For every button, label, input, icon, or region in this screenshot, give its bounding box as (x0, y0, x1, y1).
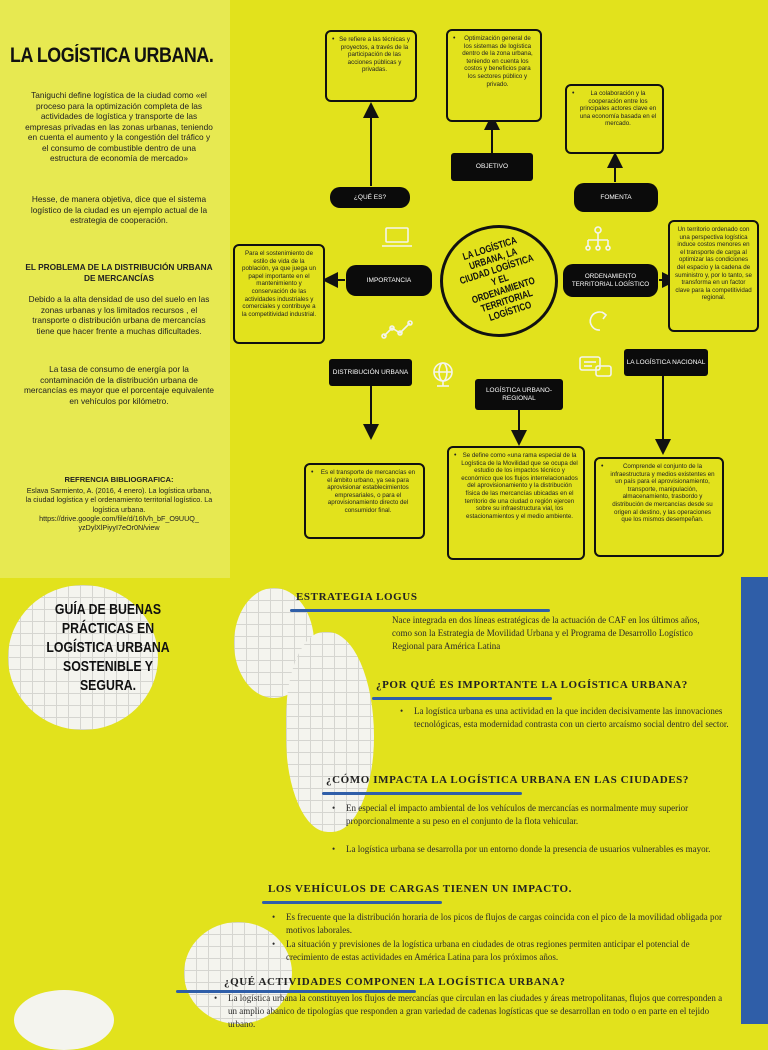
chat-icon (579, 356, 601, 371)
heading-underline (322, 792, 522, 795)
fomenta-node[interactable]: FOMENTA (574, 183, 658, 212)
que-es-box: Se refiere a las técnicas y proyectos, a… (325, 30, 417, 102)
ordenamiento-box: Un territorio ordenado con una perspecti… (668, 220, 759, 332)
distribucion-box: Es el transporte de mercancías en el ámb… (304, 463, 425, 539)
section-heading: ¿CÓMO IMPACTA LA LOGÍSTICA URBANA EN LAS… (326, 774, 690, 786)
reference-heading: REFRENCIA BIBLIOGRAFICA: (64, 475, 174, 484)
bullet-item: En especial el impacto ambiental de los … (332, 802, 712, 828)
decorative-circle (8, 585, 158, 730)
section-heading: LOS VEHÍCULOS DE CARGAS TIENEN UN IMPACT… (268, 883, 573, 895)
decorative-circle (234, 588, 314, 698)
decorative-circle (14, 990, 114, 1050)
org-chart-icon (594, 226, 602, 234)
fomenta-box: La colaboración y la cooperación entre l… (565, 84, 664, 154)
cooperation-paragraph: Hesse, de manera objetiva, dice que el s… (30, 194, 208, 225)
refresh-icon (589, 311, 607, 331)
nacional-box: Comprende el conjunto de la infraestruct… (594, 457, 724, 557)
reference-text: Eslava Sarmiento, A. (2016, 4 enero). La… (25, 486, 213, 533)
problem-paragraph: Debido a la alta densidad de uso del sue… (28, 294, 210, 336)
objetivo-box: Optimización general de los sistemas de … (446, 29, 542, 122)
center-concept-circle[interactable] (440, 225, 558, 337)
guide-title: GUÍA DE BUENAS PRÁCTICAS EN LOGÍSTICA UR… (46, 601, 170, 694)
objetivo-node[interactable]: OBJETIVO (451, 153, 533, 181)
distribucion-node[interactable]: DISTRIBUCIÓN URBANA (329, 359, 412, 386)
problem-heading: EL PROBLEMA DE LA DISTRIBUCIÓN URBANA DE… (25, 262, 213, 283)
bullet-item: La situación y previsiones de la logísti… (272, 938, 722, 964)
connector-lines (322, 102, 678, 455)
regional-box: Se define como «una rama especial de la … (447, 446, 585, 560)
section-text: Nace integrada en dos líneas estratégica… (392, 615, 700, 651)
section-heading: ¿QUÉ ACTIVIDADES COMPONEN LA LOGÍSTICA U… (224, 976, 566, 988)
decorative-circle (286, 632, 374, 832)
bullet-item: La logística urbana se desarrolla por un… (332, 843, 712, 856)
regional-node[interactable]: LOGÍSTICA URBANO-REGIONAL (475, 379, 563, 410)
importancia-box: Para el sostenimiento de estilo de vida … (233, 244, 325, 344)
heading-underline (372, 697, 552, 700)
definition-paragraph: Taniguchi define logística de la ciudad … (25, 90, 213, 163)
section-heading: ESTRATEGIA LOGUS (296, 591, 418, 603)
importancia-node[interactable]: IMPORTANCIA (346, 265, 432, 296)
energy-paragraph: La tasa de consumo de energía por la con… (24, 364, 215, 406)
section-heading: ¿POR QUÉ ES IMPORTANTE LA LOGÍSTICA URBA… (376, 679, 688, 691)
bullet-item: La logística urbana es una actividad en … (400, 705, 730, 731)
ordenamiento-node[interactable]: ORDENAMIENTO TERRITORIAL LOGÍSTICO (563, 264, 658, 297)
trend-line-icon (383, 322, 411, 337)
info-panel (0, 0, 230, 578)
bullet-item: La logística urbana la constituyen los f… (214, 992, 724, 1031)
page-title: LA LOGÍSTICA URBANA. (10, 44, 214, 67)
blue-side-strip (741, 577, 768, 1024)
heading-underline (290, 609, 550, 612)
laptop-icon (385, 227, 409, 243)
nacional-node[interactable]: LA LOGÍSTICA NACIONAL (624, 349, 708, 376)
bullet-item: Es frecuente que la distribución horaria… (272, 911, 722, 937)
que-es-node[interactable]: ¿QUÉ ES? (330, 187, 410, 208)
heading-underline (262, 901, 442, 904)
